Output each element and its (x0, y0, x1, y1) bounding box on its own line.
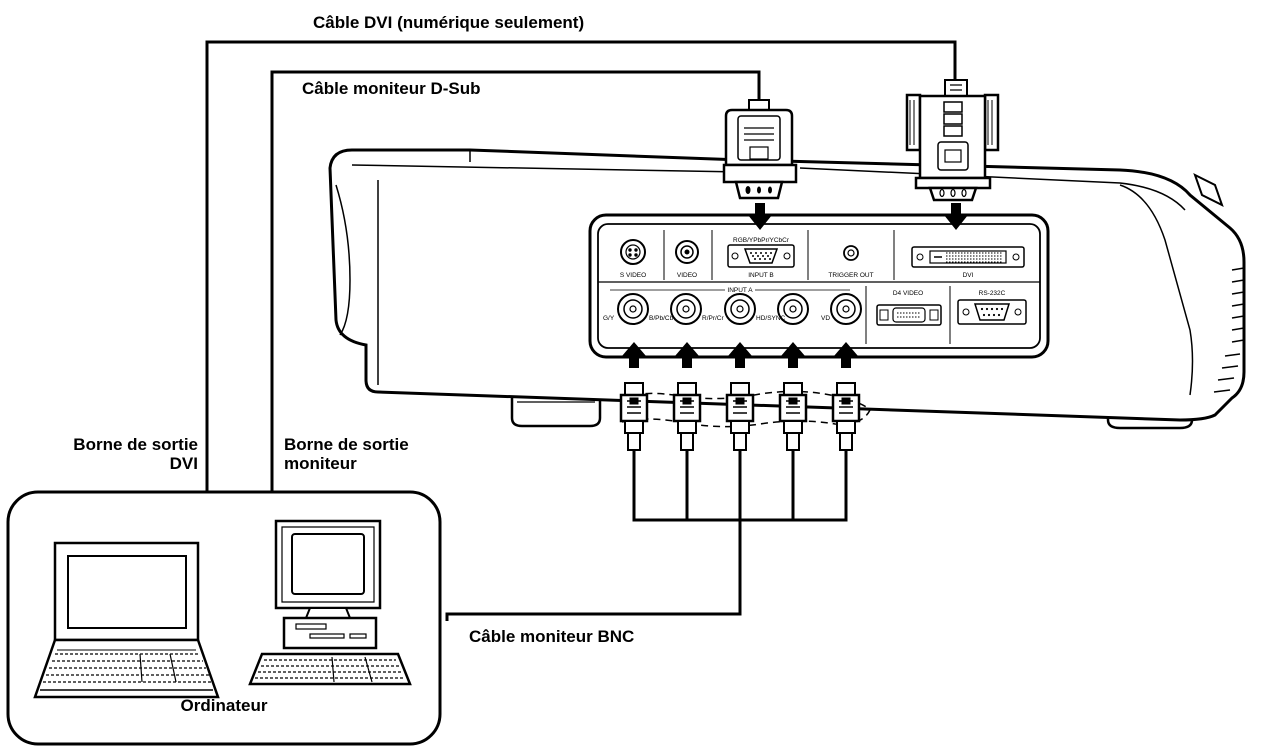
s-video-port (620, 239, 646, 265)
dsub-plug (722, 99, 798, 200)
arrow-up-b-pb-cb (675, 342, 699, 368)
bnc-socket-r-pr-cr (724, 293, 756, 325)
arrow-up-g-y (622, 342, 646, 368)
bnc-socket-b-pb-cb (670, 293, 702, 325)
arrow-up-r-pr-cr (728, 342, 752, 368)
bnc-plug-vd (831, 382, 861, 451)
connection-arrows (622, 203, 968, 368)
panel-label-r-pr-cr: R/Pr/Cr (702, 315, 725, 322)
dsub-cable-line (270, 70, 761, 492)
dsub-cable-label: Câble moniteur D-Sub (302, 79, 481, 98)
bnc-plug-g-y (619, 382, 649, 451)
monitor-output-label: Borne de sortie moniteur (284, 435, 409, 473)
panel-label-dvi: DVI (963, 272, 974, 279)
panel-label-video: VIDEO (677, 272, 697, 279)
panel-label-vd: VD (821, 315, 830, 322)
bnc-socket-g-y (617, 293, 649, 325)
dvi-cable-line (205, 40, 957, 492)
dvi-port (911, 246, 1025, 268)
arrow-down-dsub (748, 203, 772, 230)
bnc-cable-label: Câble moniteur BNC (469, 627, 635, 646)
bnc-plug-r-pr-cr (725, 382, 755, 451)
monitor-output-label-line1: Borne de sortie (284, 435, 409, 454)
bnc-plug-hd-sync (778, 382, 808, 451)
dvi-output-label-line1: Borne de sortie (73, 435, 198, 454)
trigger-out-port (843, 245, 859, 261)
panel-label-d4-video: D4 VIDEO (893, 290, 923, 297)
panel-label-g-y: G/Y (603, 315, 615, 322)
dvi-plug (905, 79, 1000, 202)
cable-routes (205, 40, 957, 621)
computer-label: Ordinateur (180, 696, 268, 715)
panel-labels: S VIDEO VIDEO RGB/YPbPr/YCbCr INPUT B TR… (603, 237, 1006, 322)
bnc-plugs (621, 390, 871, 428)
laptop-icon (33, 541, 220, 699)
arrow-up-hd-sync (781, 342, 805, 368)
bnc-plug-b-pb-cb (672, 382, 702, 451)
connector-panel (588, 213, 1050, 359)
bnc-fan-bundle (632, 450, 848, 522)
rs232c-port (957, 299, 1027, 325)
dvi-cable-label: Câble DVI (numérique seulement) (313, 13, 585, 32)
arrow-down-dvi (944, 203, 968, 230)
panel-label-rgb-format: RGB/YPbPr/YCbCr (733, 237, 790, 244)
bnc-socket-hd-sync (777, 293, 809, 325)
panel-label-input-a: INPUT A (727, 287, 753, 294)
desktop-computer-icon (248, 519, 412, 686)
panel-label-rs232c: RS-232C (979, 290, 1006, 297)
panel-label-trigger-out: TRIGGER OUT (828, 272, 873, 279)
bnc-socket-vd (830, 293, 862, 325)
dvi-output-label: Borne de sortie DVI (8, 435, 198, 473)
input-b-port (727, 244, 795, 268)
panel-label-hd-sync: HD/SYNC (756, 315, 786, 322)
panel-label-b-pb-cb: B/Pb/Cb (649, 315, 674, 322)
arrow-up-vd (834, 342, 858, 368)
vent-grille (1213, 267, 1245, 393)
d4-video-port (876, 304, 942, 326)
panel-label-s-video: S VIDEO (620, 272, 646, 279)
dvi-output-label-line2: DVI (169, 454, 198, 473)
video-port (675, 240, 699, 264)
panel-label-input-b: INPUT B (748, 272, 774, 279)
bnc-cable-line (445, 520, 742, 621)
monitor-output-label-line2: moniteur (284, 454, 357, 473)
